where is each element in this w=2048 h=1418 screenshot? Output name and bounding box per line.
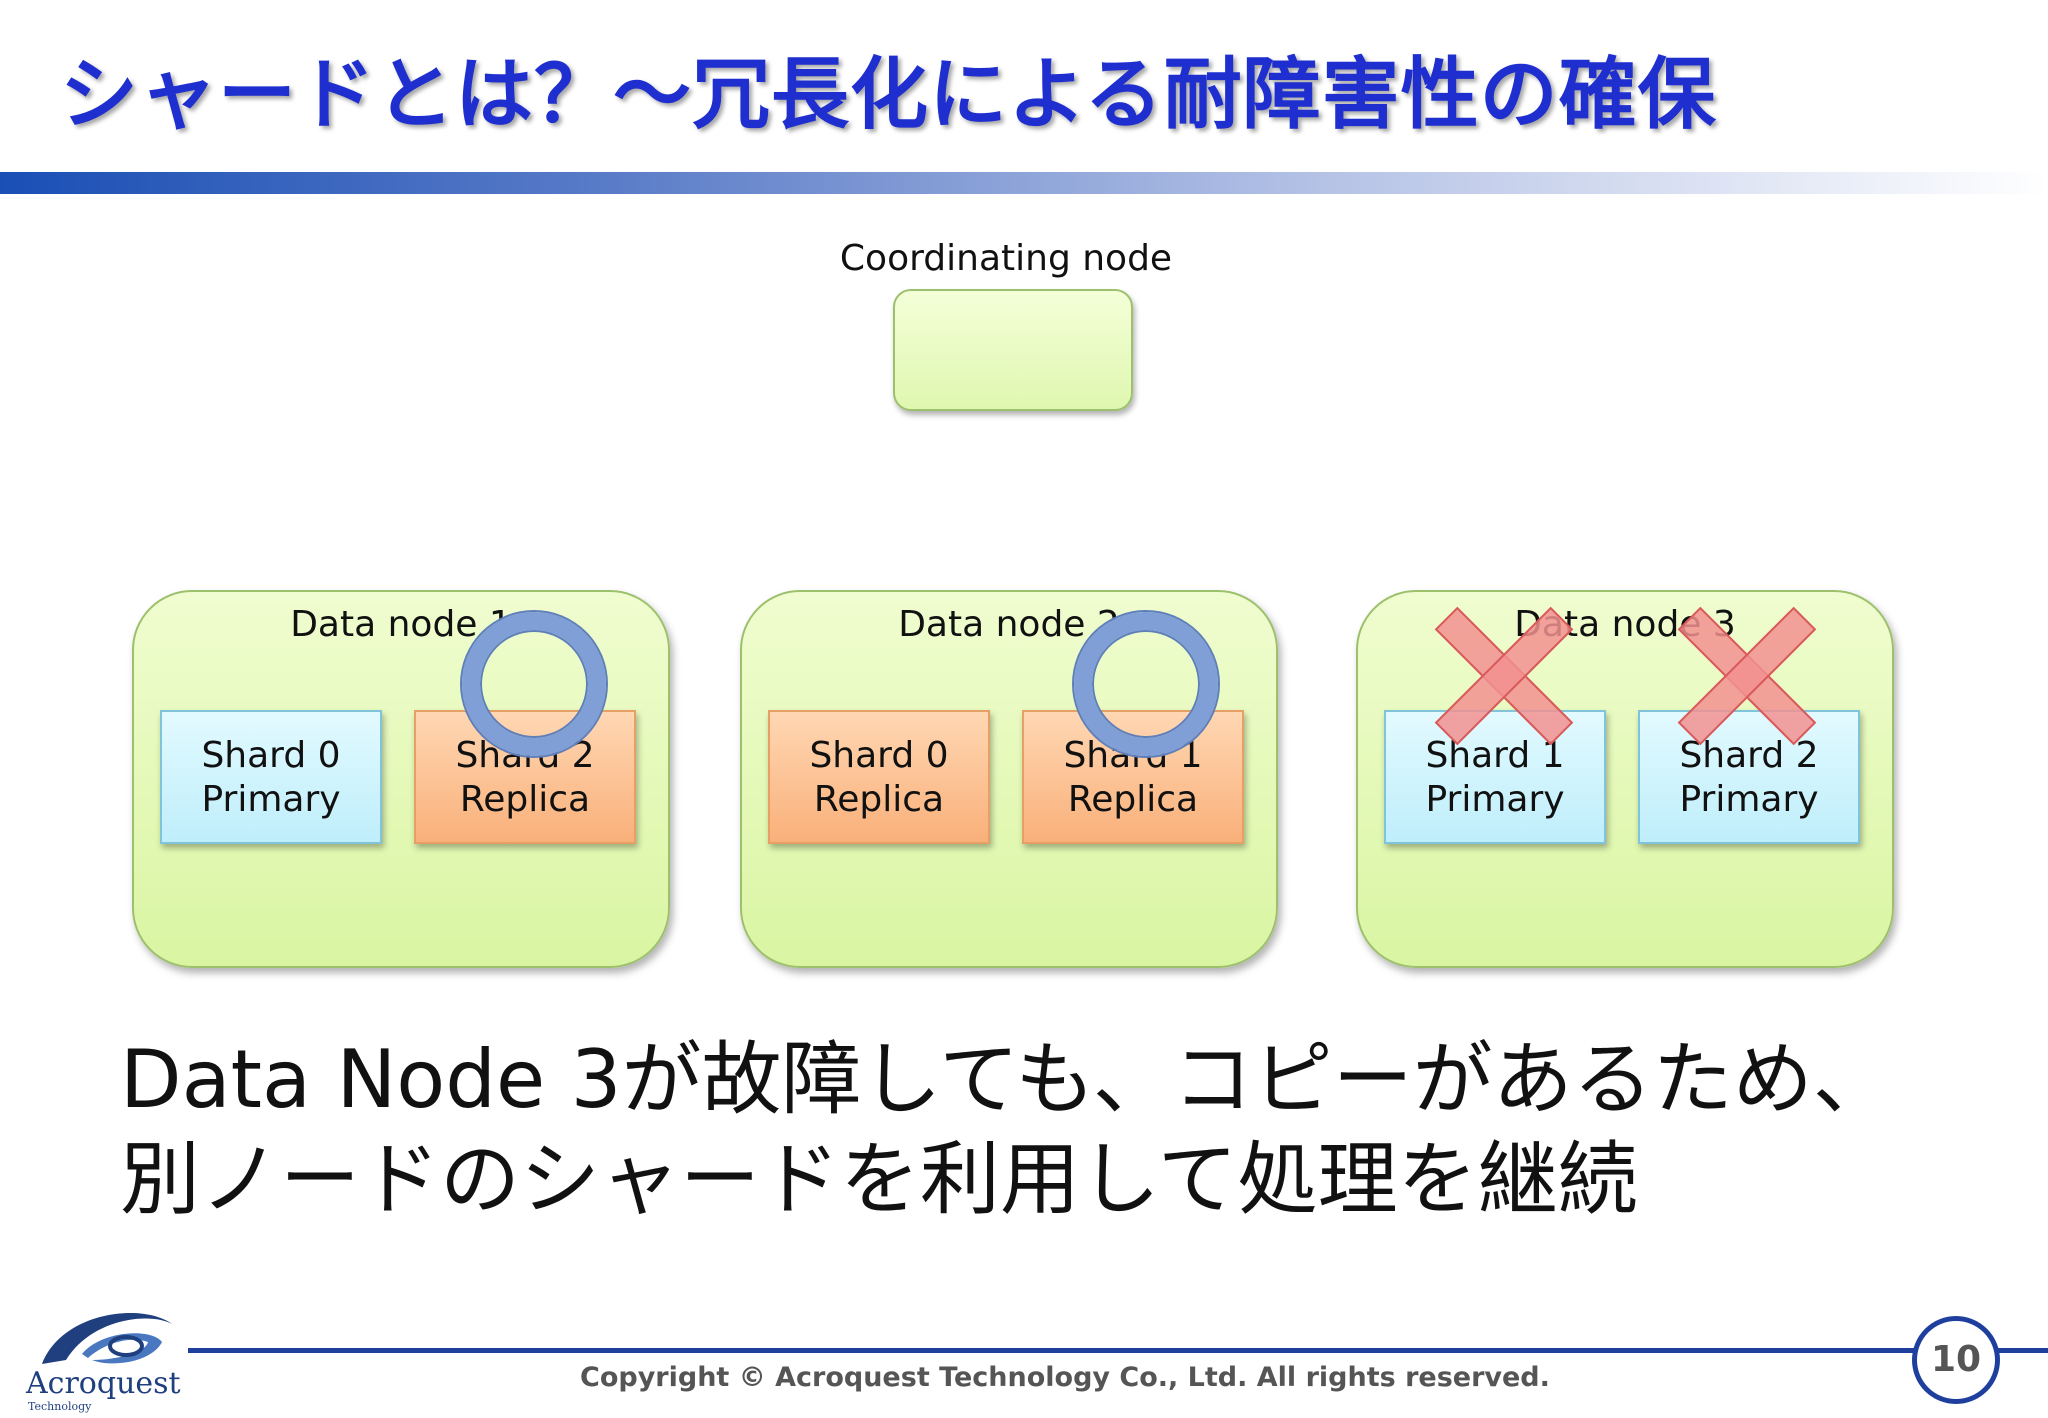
- shard-role: Replica: [1067, 779, 1199, 820]
- shard-box: Shard 0 Replica: [768, 710, 990, 844]
- coordinating-node-box: [893, 289, 1133, 411]
- slide-title: シャードとは？～冗長化による耐障害性の確保: [60, 50, 1717, 140]
- available-ring-icon: [462, 612, 606, 756]
- shard-role: Primary: [201, 779, 341, 820]
- acroquest-logo-icon: [42, 1313, 172, 1364]
- logo-wordmark: Acroquest: [26, 1366, 181, 1401]
- data-node-label: Data node 1: [290, 604, 512, 645]
- shard-name: Shard 0: [201, 735, 341, 776]
- failed-cross-icon: [1680, 609, 1810, 739]
- copyright-text: Copyright © Acroquest Technology Co., Lt…: [580, 1362, 1550, 1393]
- title-underline-bar: [0, 172, 2048, 194]
- shard-role: Primary: [1679, 779, 1819, 820]
- footer-rule-end: [1996, 1348, 2048, 1353]
- description-text: Data Node 3が故障しても、コピーがあるため、 別ノードのシャードを利用…: [120, 1030, 1893, 1230]
- logo-subtext: Technology: [28, 1400, 92, 1413]
- coordinating-node-label: Coordinating node: [839, 238, 1173, 279]
- shard-role: Replica: [459, 779, 591, 820]
- available-ring-icon: [1074, 612, 1218, 756]
- description-line-2: 別ノードのシャードを利用して処理を継続: [120, 1133, 1638, 1226]
- shard-role: Replica: [813, 779, 945, 820]
- shard-box: Shard 0 Primary: [160, 710, 382, 844]
- shard-name: Shard 2: [1679, 735, 1819, 776]
- shard-name: Shard 0: [809, 735, 949, 776]
- footer-rule: [188, 1348, 1920, 1353]
- shard-role: Primary: [1425, 779, 1565, 820]
- data-node-label: Data node 2: [898, 604, 1120, 645]
- description-line-1: Data Node 3が故障しても、コピーがあるため、: [120, 1033, 1893, 1126]
- shard-name: Shard 1: [1425, 735, 1565, 776]
- failed-cross-icon: [1437, 609, 1567, 739]
- page-number: 10: [1912, 1316, 2000, 1404]
